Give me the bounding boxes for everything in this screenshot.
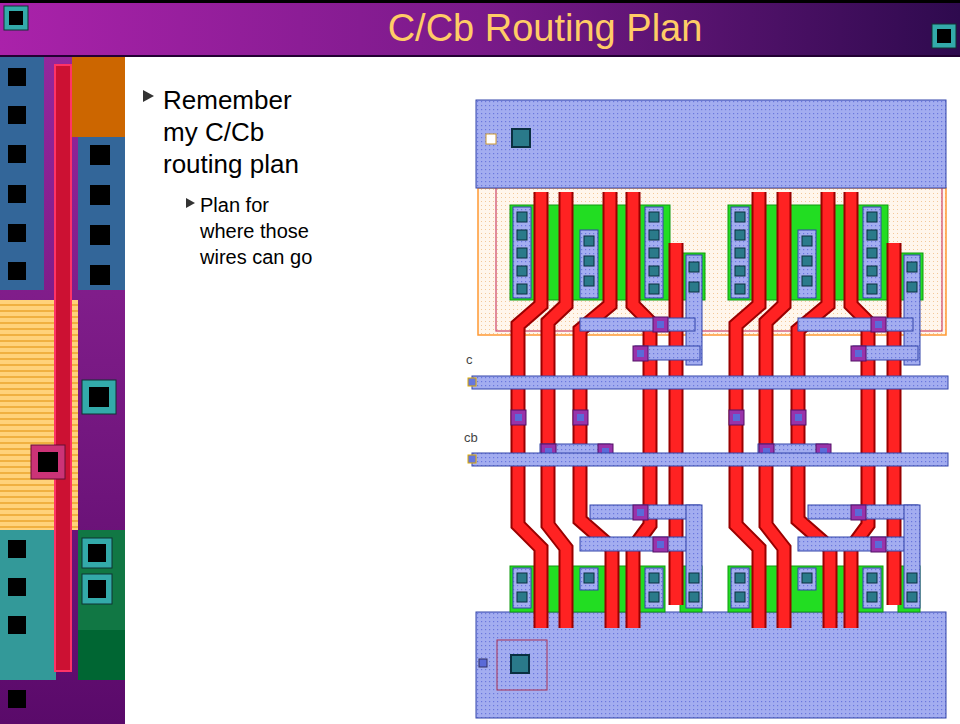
slide-title: C/Cb Routing Plan — [130, 6, 960, 50]
sub-bullet-text: Plan for where those wires can go — [200, 192, 320, 270]
signal-label: cb — [464, 430, 504, 446]
bullet-text: Remember my C/Cb routing plan — [163, 84, 318, 180]
signal-label: c — [466, 352, 506, 368]
